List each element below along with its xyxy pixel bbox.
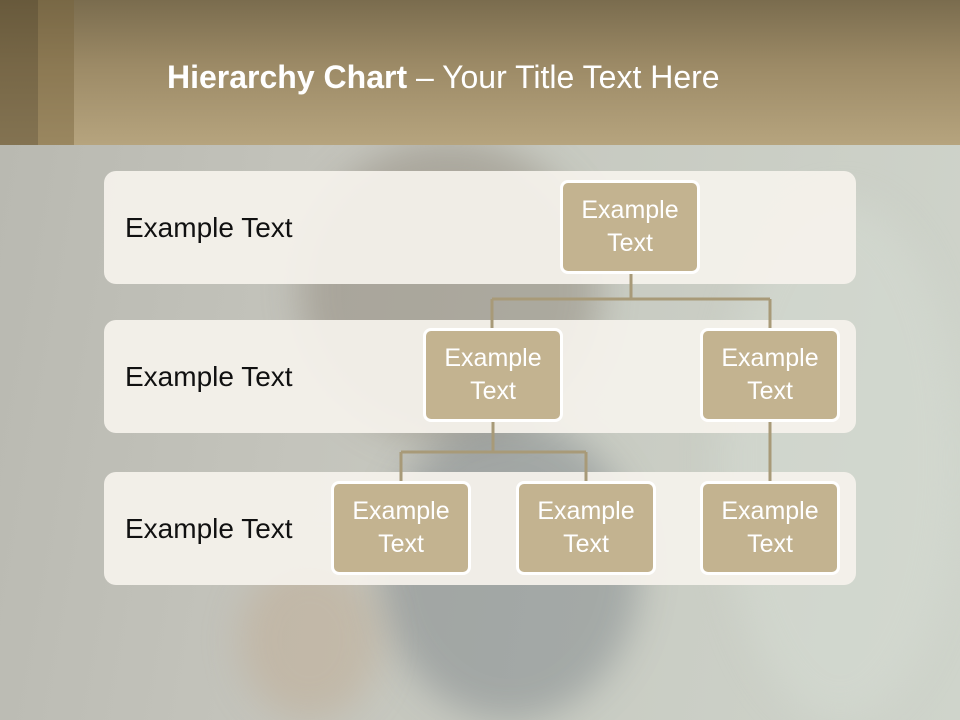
level-label-2: Example Text bbox=[125, 361, 293, 392]
connector-root-to-level2 bbox=[490, 273, 772, 331]
node-level2-right: Example Text bbox=[700, 328, 840, 422]
slide-title-bold: Hierarchy Chart bbox=[167, 59, 408, 95]
level-label-1: Example Text bbox=[125, 212, 293, 243]
node-level3-middle: Example Text bbox=[516, 481, 656, 575]
level-label-3: Example Text bbox=[125, 513, 293, 544]
header-accent-stripe bbox=[0, 0, 38, 145]
node-level3-right: Example Text bbox=[700, 481, 840, 575]
background-photo-shape bbox=[720, 200, 960, 720]
node-level2-left: Example Text bbox=[423, 328, 563, 422]
background-photo-shape bbox=[240, 560, 380, 720]
level-band-1: Example Text bbox=[104, 171, 856, 284]
slide-title-rest: – Your Title Text Here bbox=[407, 59, 720, 95]
header-accent-stripe bbox=[38, 0, 74, 145]
node-level3-left: Example Text bbox=[331, 481, 471, 575]
connector-left-to-level3 bbox=[399, 422, 588, 483]
slide-title: Hierarchy Chart – Your Title Text Here bbox=[167, 55, 720, 99]
node-root: Example Text bbox=[560, 180, 700, 274]
title-header-bar: Hierarchy Chart – Your Title Text Here bbox=[0, 0, 960, 145]
